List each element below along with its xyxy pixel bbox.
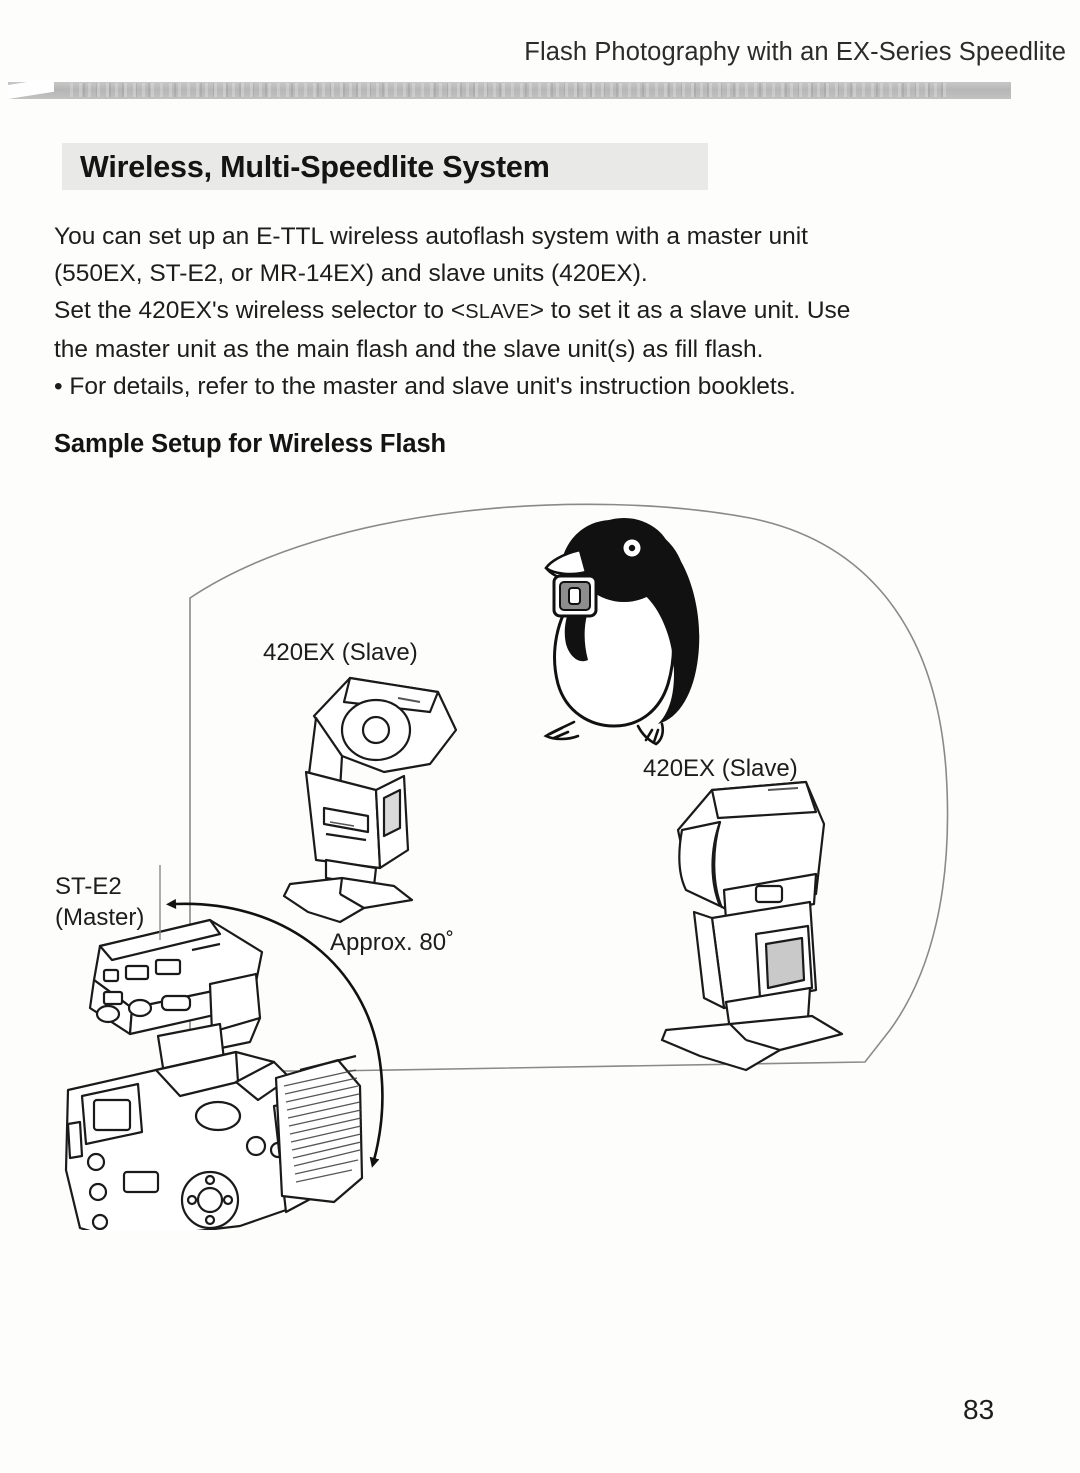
penguin-camera-icon (552, 574, 598, 618)
label-coverage-angle: Approx. 80˚ (330, 929, 455, 956)
header-rule-texture (70, 83, 950, 97)
penguin-subject (543, 518, 700, 746)
body-line-2: (550EX, ST-E2, or MR-14EX) and slave uni… (54, 260, 648, 287)
label-st-e2-master: ST-E2 (Master) (55, 871, 144, 933)
sub-heading: Sample Setup for Wireless Flash (54, 430, 447, 458)
coverage-cone (189, 503, 949, 1072)
camera-with-st-e2 (64, 918, 364, 1230)
body-text: You can set up an E-TTL wireless autofla… (54, 218, 1014, 405)
body-bullet-note: • For details, refer to the master and s… (54, 373, 796, 400)
body-line-3-post: > to set it as a slave unit. Use (529, 297, 851, 324)
section-title-band (62, 143, 708, 190)
running-header: Flash Photography with an EX-Series Spee… (524, 38, 1066, 66)
label-420ex-slave-left: 420EX (Slave) (263, 639, 418, 666)
wireless-setup-diagram (30, 470, 1050, 1230)
body-line-3: Set the 420EX's wireless selector to <SL… (54, 292, 1014, 331)
slave-setting-value: SLAVE (465, 301, 530, 323)
body-line-1: You can set up an E-TTL wireless autofla… (54, 223, 808, 250)
body-line-3-pre: Set the 420EX's wireless selector to < (54, 297, 466, 324)
page-title: Wireless, Multi-Speedlite System (80, 150, 550, 184)
label-st-e2-line1: ST-E2 (55, 873, 122, 900)
header-rule-band (8, 82, 1011, 99)
speedlite-420ex-right (660, 780, 844, 1072)
label-st-e2-line2: (Master) (55, 904, 145, 931)
body-line-4: the master unit as the main flash and th… (54, 336, 764, 363)
label-420ex-slave-right: 420EX (Slave) (643, 755, 798, 782)
page-number: 83 (963, 1394, 995, 1425)
speedlite-420ex-left (282, 676, 458, 924)
angle-arc-arrow (166, 898, 384, 1168)
